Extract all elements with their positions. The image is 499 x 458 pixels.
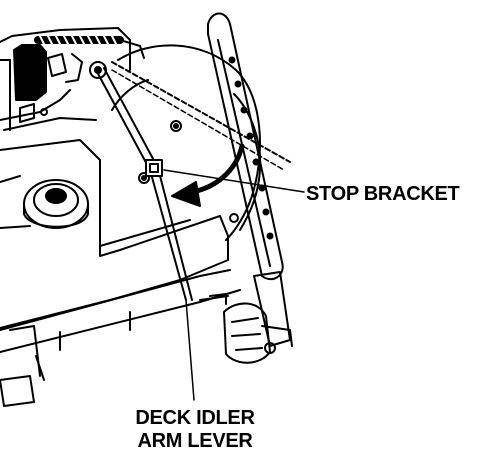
mower-deck <box>0 139 241 353</box>
deck-idler-label-line1: DECK IDLER <box>135 407 255 429</box>
anti-scalp-roller <box>0 325 45 407</box>
stop-bracket-leader-line <box>163 169 305 193</box>
gauge-wheel-bracket <box>199 271 293 364</box>
mounting-bolts <box>138 120 239 223</box>
lift-arm <box>207 12 284 281</box>
pulley <box>0 175 89 229</box>
deck-idler-leader-line <box>185 299 195 401</box>
motion-arrow <box>171 143 245 207</box>
deck-idler-label-line2: ARM LEVER <box>137 430 253 452</box>
stop-bracket-label: STOP BRACKET <box>306 183 460 205</box>
chassis-frame <box>0 27 131 131</box>
tension-spring <box>34 35 145 83</box>
lever-alternate-position <box>111 61 291 163</box>
stop-bracket <box>145 159 163 177</box>
